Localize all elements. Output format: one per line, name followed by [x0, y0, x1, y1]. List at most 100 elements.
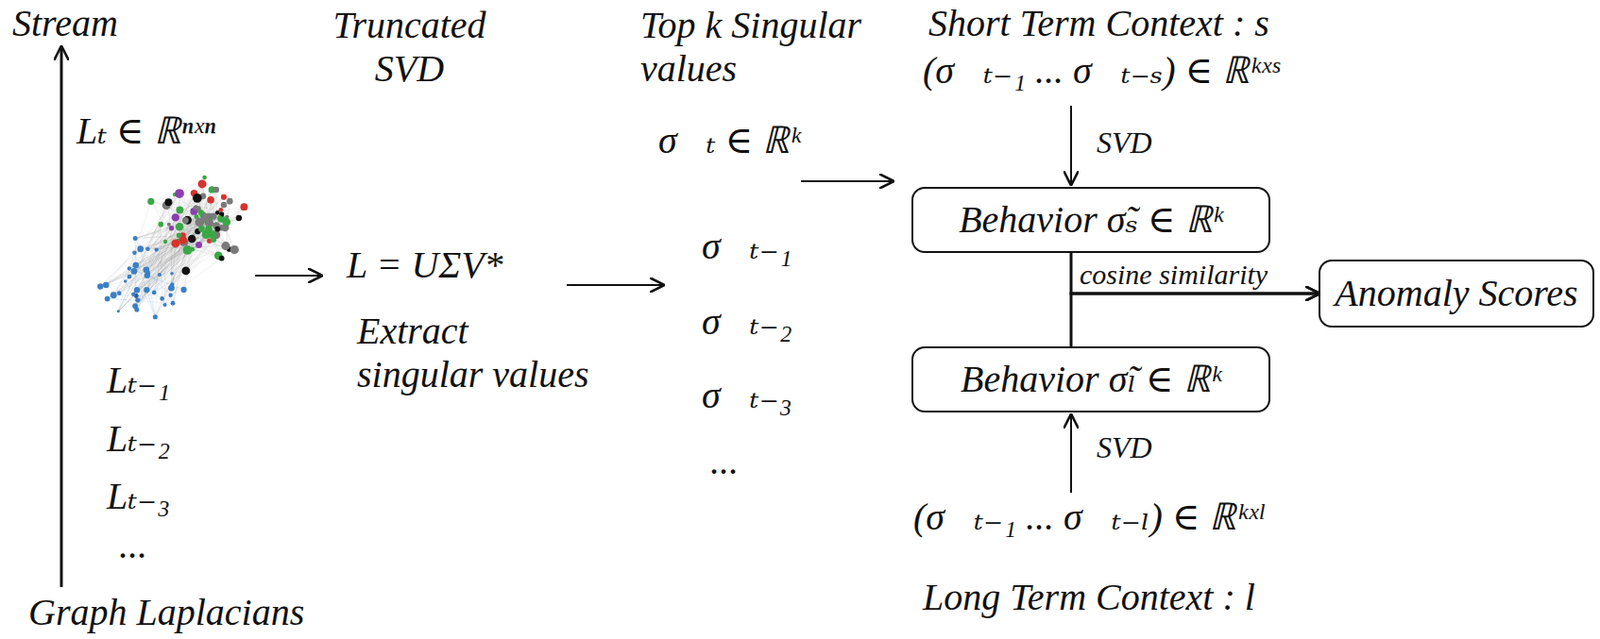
graph-vertex: [171, 213, 180, 222]
step-note: Extract singular values: [357, 309, 594, 397]
graph-vertex: [168, 285, 175, 292]
graph-vertex: [179, 236, 188, 244]
graph-edge: [154, 200, 211, 318]
graph-vertex: [195, 241, 203, 249]
graph-vertex: [221, 194, 227, 201]
graph-vertex: [132, 262, 139, 270]
graph-vertex: [213, 187, 221, 194]
graph-illustration: [97, 175, 248, 321]
graph-edge: [107, 223, 210, 300]
graph-edge: [100, 253, 135, 288]
graph-vertex: [202, 175, 207, 181]
flow-arrow: [566, 284, 664, 287]
graph-vertex: [239, 203, 248, 211]
graph-vertex: [189, 247, 195, 253]
graph-edge: [129, 197, 224, 277]
graph-vertex: [183, 216, 192, 225]
graph-vertex: [147, 198, 154, 205]
graph-edge: [159, 231, 198, 275]
math-label: L = UΣV*: [346, 243, 504, 288]
graph-vertex: [226, 198, 234, 205]
graph-edge: [136, 193, 195, 310]
flow-arrow: [800, 180, 893, 183]
context-title: Long Term Context : l: [922, 576, 1256, 620]
graph-vertex: [145, 247, 150, 252]
graph-edge: [151, 201, 176, 244]
graph-edge: [134, 193, 180, 254]
graph-edge: [118, 229, 209, 312]
graph-edge: [107, 225, 217, 300]
graph-vertex: [143, 287, 150, 293]
graph-edge: [216, 206, 244, 226]
graph-edge: [137, 273, 172, 301]
graph-vertex: [192, 193, 203, 204]
graph-edge: [136, 288, 171, 290]
graph-vertex: [193, 204, 200, 211]
graph-edge: [162, 215, 210, 299]
graph-vertex: [127, 274, 133, 280]
graph-edge: [153, 209, 198, 293]
graph-vertex: [134, 306, 139, 312]
graph-vertex: [181, 267, 190, 276]
svd-arrow: [1070, 105, 1073, 185]
graph-vertex: [221, 241, 230, 251]
box-text: Anomaly Scores: [1334, 271, 1578, 317]
graph-vertex: [117, 290, 122, 296]
graph-vertex: [174, 188, 185, 199]
ellipsis: ...: [119, 524, 148, 568]
graph-vertex: [153, 314, 158, 320]
graph-vertex: [210, 213, 218, 221]
graph-vertex: [201, 213, 210, 222]
graph-edge: [105, 227, 222, 286]
graph-edge: [146, 270, 171, 296]
graph-vertex: [131, 291, 137, 297]
graph-vertex: [170, 301, 176, 307]
graph-vertex: [214, 226, 221, 233]
graph-vertex: [132, 250, 137, 256]
graph-vertex: [175, 205, 184, 214]
box-text: Behavior σ̃ₛ ∈ ℝᵏ: [958, 197, 1224, 243]
output-box: Anomaly Scores: [1318, 259, 1595, 328]
math-label: σ⃗ₜ₋₃: [701, 374, 793, 418]
graph-vertex: [152, 290, 157, 296]
graph-vertex: [142, 267, 150, 274]
graph-edge: [186, 206, 245, 272]
axis-title: Graph Laplacians: [28, 591, 305, 635]
graph-vertex: [162, 303, 167, 307]
graph-edge: [170, 258, 222, 296]
graph-edge: [100, 218, 239, 288]
math-label: Lₜ₋₁: [106, 358, 171, 403]
graph-vertex: [206, 196, 215, 205]
box-text: Behavior σ̃ₗ ∈ ℝᵏ: [960, 357, 1222, 403]
math-label: σ⃗ₜ₋₂: [701, 300, 793, 344]
math-label: Lₜ ∈ ℝⁿˣⁿ: [76, 109, 216, 154]
graph-edge: [136, 217, 197, 310]
graph-vertex: [219, 255, 225, 262]
axis-title: Stream: [12, 1, 119, 46]
step-title: Truncated SVD: [330, 3, 489, 91]
graph-vertex: [167, 222, 171, 227]
graph-vertex: [110, 291, 118, 299]
context-title: Short Term Context : s: [928, 1, 1270, 46]
stream-arrow: [60, 47, 64, 588]
ellipsis: ...: [710, 440, 739, 484]
graph-vertex: [182, 217, 189, 224]
graph-vertex: [187, 235, 197, 244]
behavior-box: Behavior σ̃ₗ ∈ ℝᵏ: [911, 346, 1271, 413]
math-label: (σ⃗ₜ₋₁ ... σ⃗ₜ₋ₛ) ∈ ℝᵏˣˢ: [922, 49, 1279, 93]
graph-vertex: [230, 245, 239, 255]
graph-edge: [118, 202, 169, 311]
math-label: σ⃗ₜ₋₁: [701, 224, 793, 269]
graph-vertex: [153, 247, 158, 252]
edge-label: cosine similarity: [1077, 258, 1270, 290]
graph-vertex: [198, 225, 205, 233]
graph-vertex: [198, 179, 207, 188]
graph-vertex: [117, 309, 120, 313]
graph-vertex: [134, 287, 140, 293]
graph-vertex: [219, 207, 224, 213]
svd-label: SVD: [1096, 430, 1153, 466]
graph-vertex: [97, 283, 103, 290]
graph-vertex: [127, 266, 132, 271]
math-label: σ⃗ₜ ∈ ℝᵏ: [658, 119, 801, 163]
